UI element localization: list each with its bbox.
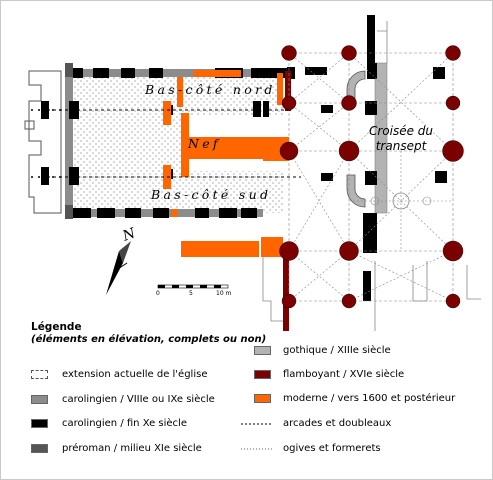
legend-flamboyant: flamboyant / XVIe siècle xyxy=(283,369,405,380)
crossing-boss-inner-w xyxy=(370,196,380,206)
pier-e xyxy=(435,171,447,183)
flamboyant-wall-north xyxy=(285,71,291,111)
label-crossing-line1: Croisée du xyxy=(368,124,434,138)
vault-ribs xyxy=(288,52,454,302)
scale-end: 10 m xyxy=(216,290,232,297)
swatch-carolingien-10 xyxy=(31,419,48,428)
west-wall-cap xyxy=(65,63,73,77)
legend-subtitle: (éléments en élévation, complets ou non) xyxy=(31,334,267,345)
arcade-lines xyxy=(41,109,301,178)
scale-bar xyxy=(157,284,229,289)
scale-mid: 5 xyxy=(189,290,193,297)
label-crossing: Croisée du transept xyxy=(363,124,439,154)
crossing-east-wall xyxy=(367,15,375,63)
crossing-wall-upper xyxy=(367,63,377,79)
crossing-south-wall xyxy=(363,213,377,253)
west-wall-cap-s xyxy=(65,205,73,219)
south-transept-outline xyxy=(262,257,481,331)
label-nave: Nef xyxy=(188,136,221,151)
pier-ne xyxy=(433,67,445,79)
scale-zero: 0 xyxy=(156,290,160,297)
gothic-arch-north xyxy=(346,70,366,104)
flamboyant-wall-south xyxy=(283,257,289,331)
north-arrow xyxy=(106,241,131,295)
legend-carolingien-10: carolingien / fin Xe siècle xyxy=(62,418,187,429)
legend-gothique: gothique / XIIIe siècle xyxy=(283,345,391,356)
legend-arcades: arcades et doubleaux xyxy=(283,418,392,429)
legend-ogives: ogives et formerets xyxy=(283,443,381,454)
west-wall xyxy=(65,63,73,219)
crossing-boss xyxy=(392,192,410,210)
gothic-arch-south xyxy=(346,174,366,208)
crossing-wall-mid xyxy=(365,101,377,115)
crossing-south-stub xyxy=(363,271,371,301)
crossing-boss-inner-e xyxy=(422,196,432,206)
swatch-preroman xyxy=(31,444,48,453)
label-crossing-line2: transept xyxy=(375,139,427,153)
north-wall xyxy=(73,69,283,77)
legend-extension: extension actuelle de l'église xyxy=(62,369,208,380)
label-north-aisle: Bas-côté nord xyxy=(145,82,276,97)
crossing-wall-lower xyxy=(365,171,377,185)
legend-title: Légende xyxy=(31,321,82,333)
pier-ticks xyxy=(31,109,63,178)
swatch-carolingien-8-9 xyxy=(31,395,48,404)
flamboyant-pillars xyxy=(279,45,464,309)
north-wall-modern xyxy=(193,70,241,77)
legend-carolingien-8-9: carolingien / VIIIe ou IXe siècle xyxy=(62,394,215,405)
legend-preroman: préroman / milieu XIe siècle xyxy=(62,443,202,454)
legend-moderne: moderne / vers 1600 et postérieur xyxy=(283,393,456,404)
west-facade-outline-inner xyxy=(24,85,42,155)
south-wall-modern xyxy=(171,209,177,217)
swatch-extension xyxy=(31,370,48,379)
label-south-aisle: Bas-côté sud xyxy=(151,187,272,202)
north-transept-outline xyxy=(377,21,388,63)
swatch-moderne xyxy=(254,394,271,403)
west-facade-outline xyxy=(28,70,62,214)
extension-area-south xyxy=(183,171,283,213)
swatch-flamboyant xyxy=(254,370,271,379)
crossing-wall-gray xyxy=(374,62,388,214)
south-wall-piers xyxy=(73,208,257,218)
extension-area xyxy=(73,75,183,213)
swatch-gothique xyxy=(254,346,271,355)
